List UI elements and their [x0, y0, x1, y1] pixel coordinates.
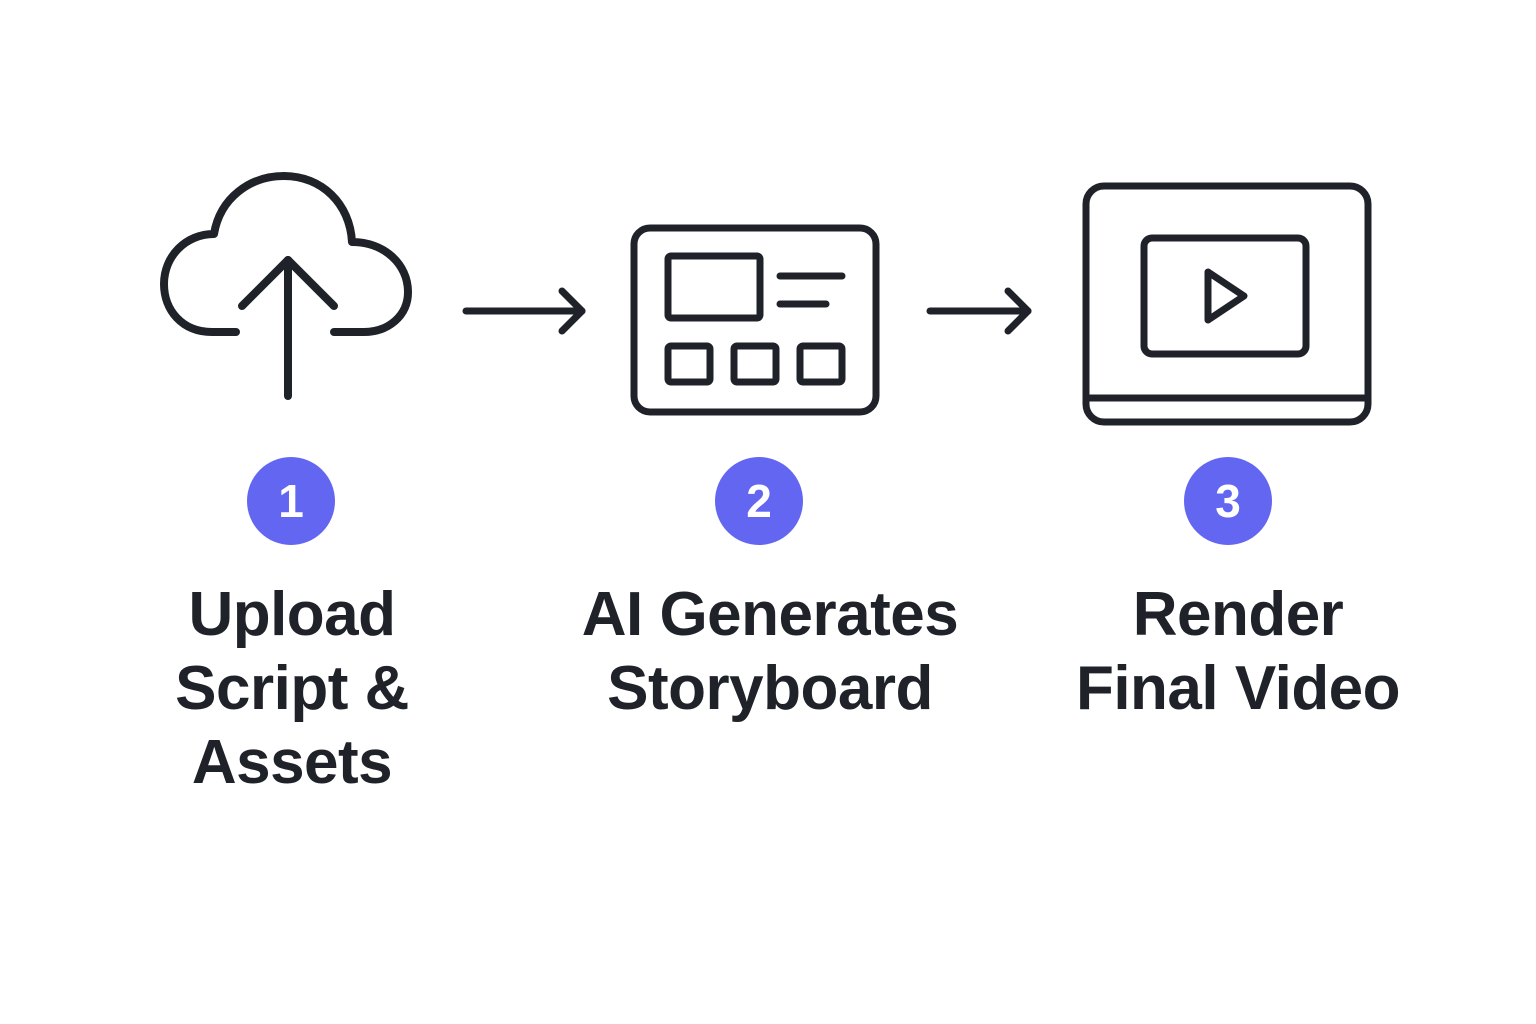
- step-label: AI Generates Storyboard: [550, 578, 990, 726]
- step-label-line: AI Generates: [581, 580, 959, 649]
- step-label-line: Render: [1132, 580, 1344, 649]
- step-label: Render Final Video: [1018, 578, 1458, 726]
- step-label-line: Assets: [191, 728, 393, 797]
- step-label-line: Script &: [175, 654, 409, 723]
- step-label-line: Final Video: [1075, 654, 1401, 723]
- arrow-right-icon: [462, 287, 588, 335]
- step-label: Upload Script & Assets: [72, 578, 512, 800]
- step-number-badge: 1: [247, 457, 335, 545]
- cloud-upload-icon: [160, 172, 416, 404]
- video-player-icon: [1082, 182, 1372, 426]
- step-label-line: Storyboard: [607, 654, 933, 723]
- step-label-line: Upload: [188, 580, 396, 649]
- arrow-right-icon: [926, 287, 1034, 335]
- step-number-badge: 2: [715, 457, 803, 545]
- storyboard-icon: [630, 224, 880, 416]
- step-number-badge: 3: [1184, 457, 1272, 545]
